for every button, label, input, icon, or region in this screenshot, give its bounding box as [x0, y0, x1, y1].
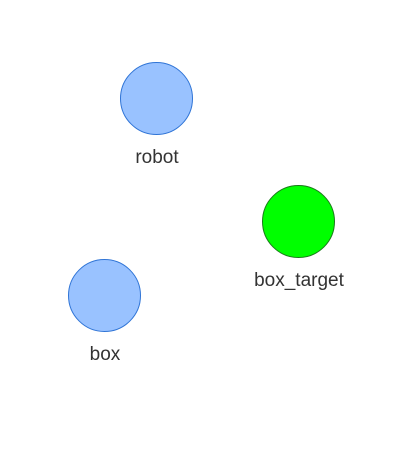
box-target-circle	[262, 185, 335, 258]
node-robot: robot	[98, 62, 218, 182]
box-target-label: box_target	[254, 270, 344, 291]
robot-circle	[120, 62, 193, 135]
box-label: box	[89, 344, 121, 365]
node-box: box	[46, 259, 166, 379]
robot-label: robot	[135, 147, 179, 168]
node-box-target: box_target	[240, 185, 360, 305]
box-circle	[68, 259, 141, 332]
